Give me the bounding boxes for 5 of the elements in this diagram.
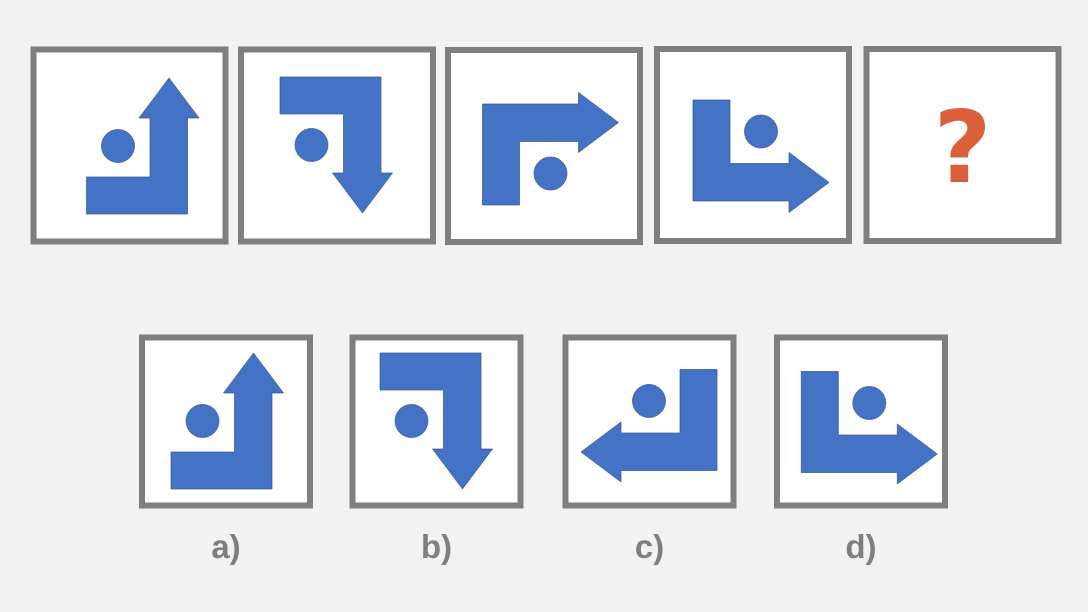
option-label: b) (423, 534, 451, 565)
question-box: ? (863, 46, 1062, 244)
option-label: d) (846, 534, 875, 565)
option-label: a) (212, 534, 240, 565)
option-label: c) (636, 534, 663, 565)
